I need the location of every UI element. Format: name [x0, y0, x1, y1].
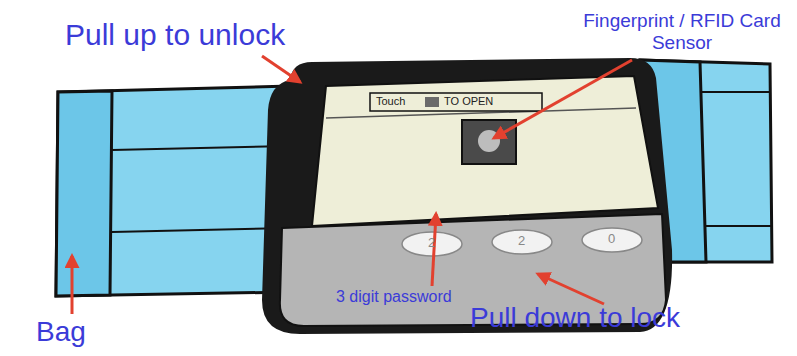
callout-label: Pull up to unlock	[65, 18, 285, 53]
sensor-circle	[478, 130, 500, 152]
dial	[582, 228, 642, 252]
callout-label: 3 digit password	[336, 288, 452, 306]
callout-label: Fingerprint / RFID Card Sensor	[572, 10, 792, 54]
dial-digit: 0	[608, 232, 615, 247]
callout-label: Bag	[36, 316, 86, 348]
touch-icon	[425, 97, 439, 107]
leader-arrows	[72, 56, 632, 314]
left-strap	[56, 86, 292, 296]
dial-digit: 2	[428, 236, 435, 251]
dial-digit: 2	[518, 234, 525, 249]
sensor-pad	[462, 120, 516, 164]
device-print: TO OPEN	[444, 95, 493, 108]
touch-strip	[370, 93, 542, 111]
dial	[402, 232, 462, 256]
callout-label: Pull down to lock	[470, 302, 680, 334]
dial	[492, 230, 552, 254]
device-print: Touch	[376, 95, 405, 108]
lock-device	[262, 58, 672, 334]
